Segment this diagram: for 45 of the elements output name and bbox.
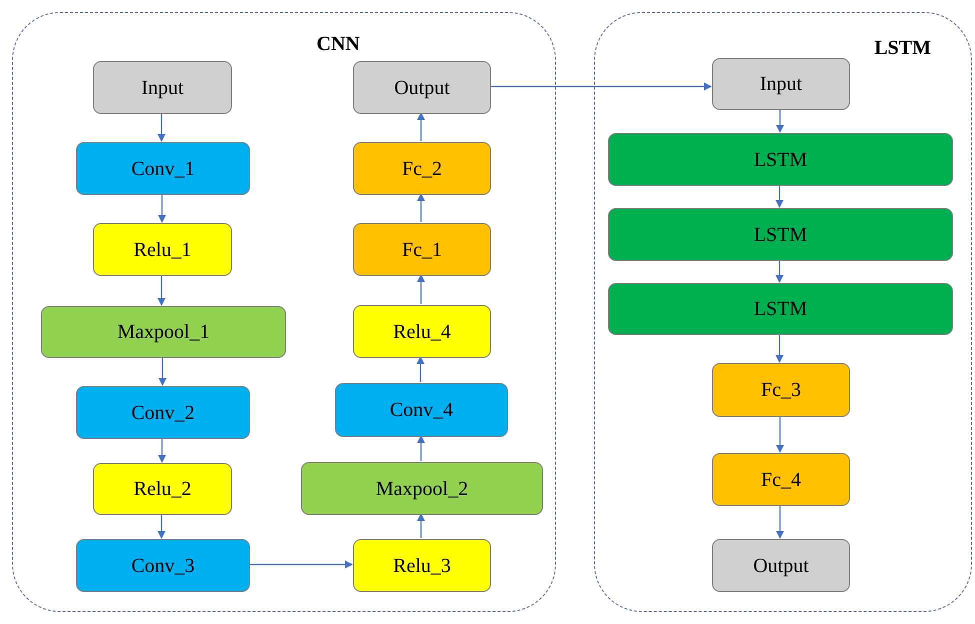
dashed-group-frame	[12, 12, 556, 612]
arrow	[417, 513, 425, 538]
group-title: CNN	[316, 32, 360, 57]
arrow	[417, 112, 425, 141]
layer-box: Fc_1	[353, 223, 491, 276]
layer-box: Relu_2	[93, 463, 232, 515]
arrow	[776, 109, 784, 133]
arrow	[776, 505, 784, 539]
arrow	[776, 260, 784, 283]
layer-box: LSTM	[608, 208, 953, 261]
layer-box: Relu_4	[353, 305, 491, 358]
layer-box: Maxpool_1	[41, 306, 286, 358]
arrow	[776, 416, 784, 453]
arrow	[158, 113, 166, 142]
arrow	[417, 435, 425, 461]
layer-box: Relu_3	[353, 539, 491, 592]
arrow	[776, 334, 784, 363]
layer-box: Conv_2	[76, 386, 250, 439]
arrow	[776, 185, 784, 208]
layer-box: Conv_1	[76, 142, 250, 195]
layer-box: Fc_4	[712, 453, 850, 506]
layer-box: Relu_1	[93, 223, 232, 276]
layer-box: Fc_2	[353, 142, 491, 195]
io-box: Input	[712, 58, 850, 110]
arrow	[417, 193, 425, 222]
arrow	[158, 194, 166, 223]
arrow	[416, 356, 424, 382]
arrow	[417, 274, 425, 304]
io-box: Output	[712, 539, 850, 592]
layer-box: LSTM	[608, 283, 953, 335]
dashed-group-frame	[594, 12, 972, 612]
arrow	[158, 275, 166, 306]
arrow	[158, 514, 166, 539]
io-box: Input	[93, 61, 232, 114]
layer-box: LSTM	[608, 133, 953, 186]
arrow	[249, 560, 353, 568]
io-box: Output	[353, 61, 491, 114]
arrow	[490, 82, 712, 90]
arrow	[158, 357, 166, 386]
layer-box: Conv_4	[335, 383, 508, 437]
layer-box: Conv_3	[76, 539, 250, 592]
group-title: LSTM	[874, 36, 931, 61]
arrow	[158, 438, 166, 463]
layer-box: Fc_3	[712, 363, 850, 417]
layer-box: Maxpool_2	[301, 462, 543, 515]
